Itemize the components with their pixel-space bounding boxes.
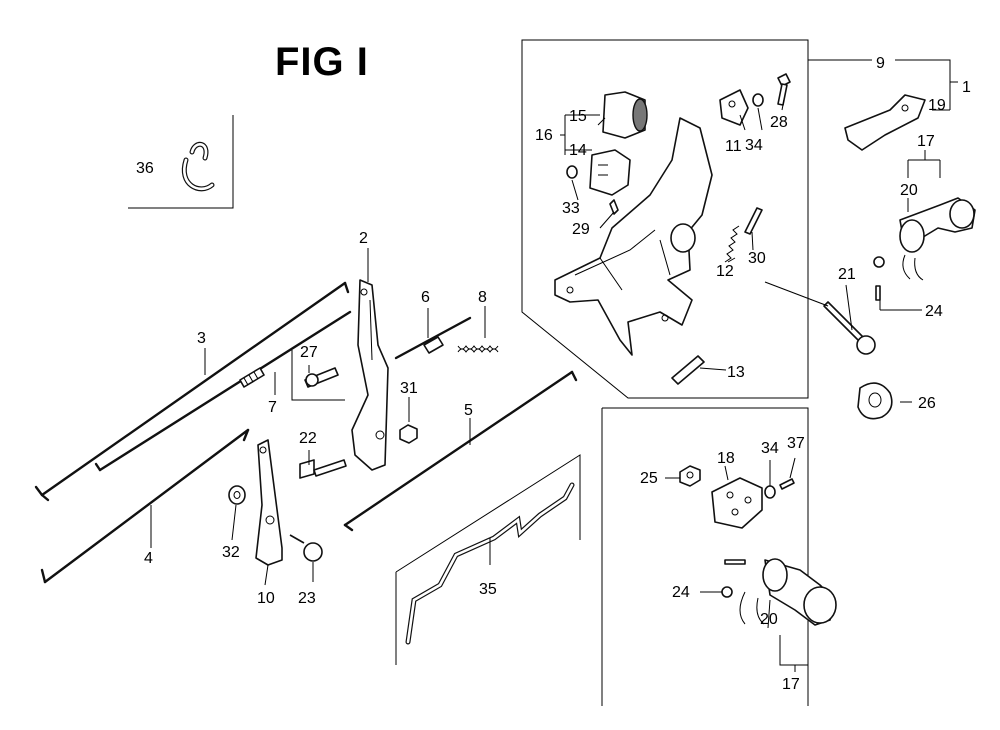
- label-part-7: 7: [268, 399, 277, 416]
- label-part-14: 14: [569, 142, 587, 159]
- label-part-33: 33: [562, 200, 580, 217]
- label-part-6: 6: [421, 289, 430, 306]
- part-23-bolt: [289, 534, 323, 562]
- label-part-10: 10: [257, 590, 275, 607]
- part-19-plate: [844, 94, 926, 151]
- part-35-rod: [405, 482, 575, 645]
- main-bracket-frame: [521, 39, 809, 399]
- label-part-32: 32: [222, 544, 240, 561]
- part-27-screw: [304, 367, 339, 388]
- label-part-4: 4: [144, 550, 153, 567]
- part-15-switch: [602, 91, 648, 139]
- label-part-17-lower: 17: [782, 676, 800, 693]
- part-12-spring: [724, 225, 740, 263]
- label-part-5: 5: [464, 402, 473, 419]
- part-25-nut: [679, 465, 701, 487]
- part-34-washer: [752, 93, 764, 107]
- label-part-21: 21: [838, 266, 856, 283]
- label-part-15: 15: [569, 108, 587, 125]
- label-part-35: 35: [479, 581, 497, 598]
- part-3-rod: [34, 281, 350, 502]
- part-21-bolt: [823, 301, 876, 355]
- part-32-washer: [228, 485, 246, 505]
- part-10-lever: [255, 439, 283, 566]
- label-part-24-lower: 24: [672, 584, 690, 601]
- label-part-23: 23: [298, 590, 316, 607]
- label-part-30: 30: [748, 250, 766, 267]
- part-5-rod: [343, 370, 578, 532]
- part-24-screw-upper: [873, 256, 885, 301]
- label-part-29: 29: [572, 221, 590, 238]
- label-part-22: 22: [299, 430, 317, 447]
- label-part-37: 37: [787, 435, 805, 452]
- part-6-spring-rod: [394, 316, 472, 360]
- label-part-16: 16: [535, 127, 553, 144]
- label-part-34-upper: 34: [745, 137, 763, 154]
- main-bracket: [554, 117, 713, 356]
- label-part-34-lower: 34: [761, 440, 779, 457]
- part-27-frame: [291, 350, 345, 401]
- part-13-pin: [671, 355, 705, 385]
- part-20-choke-knob: [899, 197, 976, 281]
- part-labels: 1 2 3 4 5 6 7 8 9 10 11 12 13 14 15 16 1…: [136, 55, 971, 693]
- label-part-26: 26: [918, 395, 936, 412]
- label-part-24-upper: 24: [925, 303, 943, 320]
- part-11-plate: [719, 89, 749, 126]
- part-36-frame: [128, 115, 234, 209]
- part-7-rod: [94, 310, 352, 472]
- label-part-25: 25: [640, 470, 658, 487]
- part-4-rod: [40, 428, 250, 584]
- label-part-36: 36: [136, 160, 154, 177]
- label-part-12: 12: [716, 263, 734, 280]
- label-part-20-lower: 20: [760, 611, 778, 628]
- part-36-clip: [181, 141, 215, 192]
- part-14-switch: [589, 149, 631, 196]
- label-part-18: 18: [717, 450, 735, 467]
- label-part-17-upper: 17: [917, 133, 935, 150]
- part-30-screw: [744, 207, 763, 235]
- label-part-28: 28: [770, 114, 788, 131]
- part-18-plate: [711, 477, 763, 529]
- label-part-1: 1: [962, 79, 971, 96]
- part-20-choke-knob-lower: [739, 558, 837, 626]
- label-part-2: 2: [359, 230, 368, 247]
- leader-lines: [150, 59, 958, 672]
- part-22-bolt: [299, 459, 347, 479]
- part-8-spring: [457, 345, 499, 353]
- label-part-19: 19: [928, 97, 946, 114]
- label-part-3: 3: [197, 330, 206, 347]
- label-part-13: 13: [727, 364, 745, 381]
- part-33-washer: [566, 165, 578, 179]
- part-2-lever: [351, 279, 389, 471]
- label-part-9: 9: [876, 55, 885, 72]
- label-part-8: 8: [478, 289, 487, 306]
- label-part-31: 31: [400, 380, 418, 397]
- label-part-27: 27: [300, 344, 318, 361]
- label-part-11: 11: [725, 138, 742, 155]
- part-29-screw: [609, 199, 619, 215]
- part-28-bolt: [777, 73, 791, 106]
- part-24-screw-lower: [721, 559, 746, 598]
- part-26-clamp: [857, 382, 893, 420]
- part-35-frame: [395, 454, 581, 665]
- part-37-screw: [779, 478, 795, 490]
- part-31-nut: [399, 424, 418, 444]
- part-34-washer-lower: [764, 485, 776, 499]
- label-part-20-upper: 20: [900, 182, 918, 199]
- figure-title: FIG I: [275, 40, 369, 84]
